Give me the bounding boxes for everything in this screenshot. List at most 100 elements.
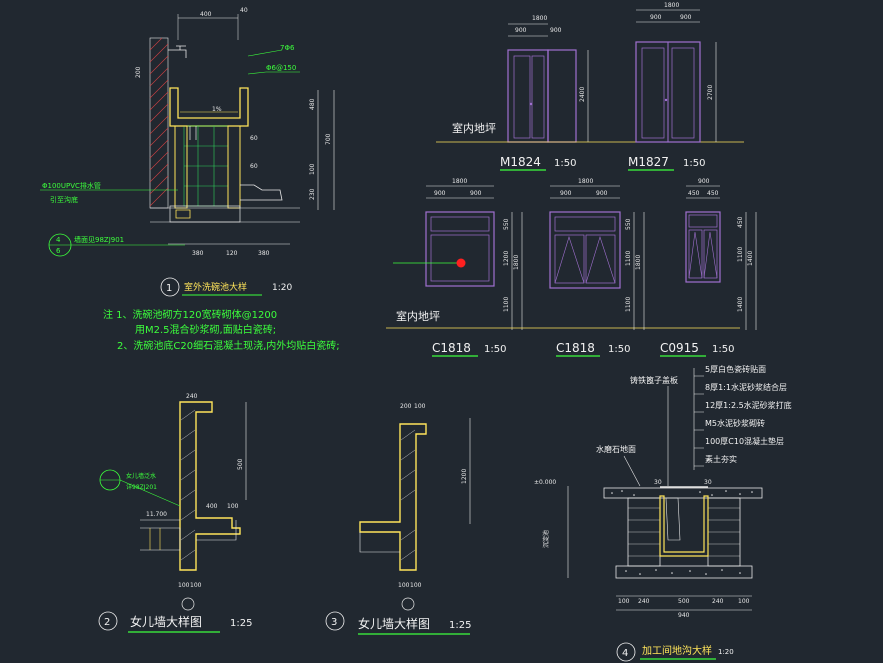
trench-bdim-1: 100 — [618, 598, 630, 605]
trench-number: 4 — [622, 648, 628, 659]
trench-side-label: 沉淀池 — [542, 530, 550, 548]
note-line-1: 注 1、洗碗池砌方120宽砖砌体@1200 — [103, 308, 277, 321]
win1-bdim: 1100 — [503, 297, 510, 312]
sink-dim-inner: 60 — [250, 135, 258, 142]
parapet-b-number: 3 — [331, 617, 337, 628]
sink-slope: 1% — [212, 106, 222, 113]
win1-part-b: 900 — [470, 190, 482, 197]
trench-scale: 1:20 — [718, 648, 734, 656]
sink-dim-inner-b: 60 — [250, 163, 258, 170]
sink-pipe-label: Φ100UPVC排水管 — [42, 181, 101, 190]
door2-part-a: 900 — [650, 14, 662, 21]
parapet-a-dim-a: 400 — [206, 503, 218, 510]
parapet-a-dim-b: 100 — [227, 503, 239, 510]
door1-total-dim: 1800 — [532, 15, 547, 22]
door2-scale: 1:50 — [683, 158, 705, 169]
win3-rdim-b: 1100 — [737, 247, 744, 262]
trench-layer-3: 12厚1:2.5水泥砂浆打底 — [705, 400, 792, 410]
door1-part-b: 900 — [550, 27, 562, 34]
sink-left-dim: 200 — [135, 66, 142, 78]
win2-total: 1800 — [578, 178, 593, 185]
parapet-detail-a: 240 500 400 100 100 100 11.700 女儿墙泛水 详98… — [98, 393, 252, 633]
win2-part-a: 900 — [560, 190, 572, 197]
parapet-b-title-circle — [325, 611, 345, 631]
trench-cover-label: 铸铁篦子盖板 — [630, 375, 678, 385]
marker-dot-icon — [456, 258, 466, 268]
parapet-a-top-dim: 240 — [186, 393, 198, 400]
parapet-a-title-circle — [98, 611, 118, 631]
sink-top-dim: 400 — [200, 11, 212, 18]
sink-scale: 1:20 — [272, 283, 292, 293]
sink-top-dim-b: 40 — [240, 7, 248, 14]
parapet-a-number: 2 — [104, 617, 110, 628]
sink-rebar-1: 7Φ6 — [280, 44, 295, 52]
parapet-a-title: 女儿墙大样图 — [130, 614, 202, 629]
sink-number: 1 — [166, 283, 172, 294]
parapet-b-bottom-a: 100 — [398, 582, 410, 589]
win3-code: C0915 — [660, 341, 699, 355]
ref-code: 墙面见98ZJ901 — [74, 235, 124, 244]
trench-layer-2: 8厚1:1水泥砂浆结合层 — [705, 382, 787, 392]
parapet-a-callout-1: 女儿墙泛水 — [126, 472, 156, 480]
sink-dim-right-c: 230 — [309, 188, 316, 200]
trench-top-dim-b: 30 — [704, 479, 712, 486]
door1-height: 2400 — [579, 87, 586, 102]
parapet-b-scale: 1:25 — [449, 620, 471, 631]
door2-total-dim: 1800 — [664, 2, 679, 9]
win2-rdim-a: 550 — [625, 218, 632, 230]
note-line-2: 用M2.5混合砂浆砌,面贴白瓷砖; — [135, 323, 276, 336]
door2-part-b: 900 — [680, 14, 692, 21]
note-line-3: 2、洗碗池底C20细石混凝土现浇,内外均贴白瓷砖; — [117, 339, 340, 352]
trench-top-dim-a: 30 — [654, 479, 662, 486]
trench-detail: 5厚白色瓷砖贴面 8厚1:1水泥砂浆结合层 12厚1:2.5水泥砂浆打底 M5水… — [534, 364, 792, 662]
win1-rdim-b: 1200 — [503, 251, 510, 266]
win2-bdim: 1100 — [625, 297, 632, 312]
win2-rdim-c: 1800 — [635, 255, 642, 270]
win2-code: C1818 — [556, 341, 595, 355]
parapet-a-dim-d: 100 — [190, 582, 202, 589]
trench-title-circle — [616, 642, 636, 662]
win3-bdim: 1400 — [737, 297, 744, 312]
win1-code: C1818 — [432, 341, 471, 355]
win2-scale: 1:50 — [608, 344, 630, 355]
win3-rdim-a: 450 — [737, 216, 744, 228]
door2-height: 2700 — [707, 85, 714, 100]
sink-title: 室外洗碗池大样 — [184, 281, 247, 293]
trench-bdim-5: 100 — [738, 598, 750, 605]
sink-dim-bottom-b: 120 — [226, 250, 238, 257]
door1-code: M1824 — [500, 155, 541, 169]
win3-scale: 1:50 — [712, 344, 734, 355]
window-c1818-b: 1800 900 900 550 1100 1800 1100 C1818 1:… — [549, 178, 645, 357]
sink-dim-right-b: 100 — [309, 163, 316, 175]
door1-part-a: 900 — [515, 27, 527, 34]
trench-bdim-4: 240 — [712, 598, 724, 605]
parapet-a-height: 500 — [237, 458, 244, 470]
window-floor-label: 室内地坪 — [396, 309, 440, 323]
sink-title-circle — [160, 277, 180, 297]
parapet-b-top-b: 100 — [414, 403, 426, 410]
parapet-b-bottom-b: 100 — [410, 582, 422, 589]
trench-btotal: 940 — [678, 612, 690, 619]
window-c1818-a: 1800 900 900 550 1200 1800 1100 室内地坪 C18… — [386, 178, 740, 357]
win1-rdim-a: 550 — [503, 218, 510, 230]
door-floor-label: 室内地坪 — [452, 121, 496, 135]
sink-dim-right-total: 700 — [325, 133, 332, 145]
parapet-a-scale: 1:25 — [230, 618, 252, 629]
parapet-a-callout-2: 详98ZJ201 — [126, 483, 157, 491]
trench-bdim-3: 500 — [678, 598, 690, 605]
trench-layer-1: 5厚白色瓷砖贴面 — [705, 364, 766, 374]
win3-total: 900 — [698, 178, 710, 185]
trench-bdim-2: 240 — [638, 598, 650, 605]
door-m1827: 1800 900 900 2700 M1827 1:50 — [628, 2, 717, 171]
trench-layer-4: M5水泥砂浆砌砖 — [705, 418, 765, 428]
door1-scale: 1:50 — [554, 158, 576, 169]
win3-part-b: 450 — [707, 190, 719, 197]
trench-elevation: ±0.000 — [534, 479, 556, 486]
ref-index-bottom: 6 — [56, 247, 61, 255]
win3-rdim-c: 1400 — [747, 251, 754, 266]
trench-layer-5: 100厚C10混凝土垫层 — [705, 436, 784, 446]
trench-title: 加工间地沟大样 — [642, 644, 712, 657]
sink-pipe-to: 引至沟底 — [50, 195, 78, 204]
win1-scale: 1:50 — [484, 344, 506, 355]
